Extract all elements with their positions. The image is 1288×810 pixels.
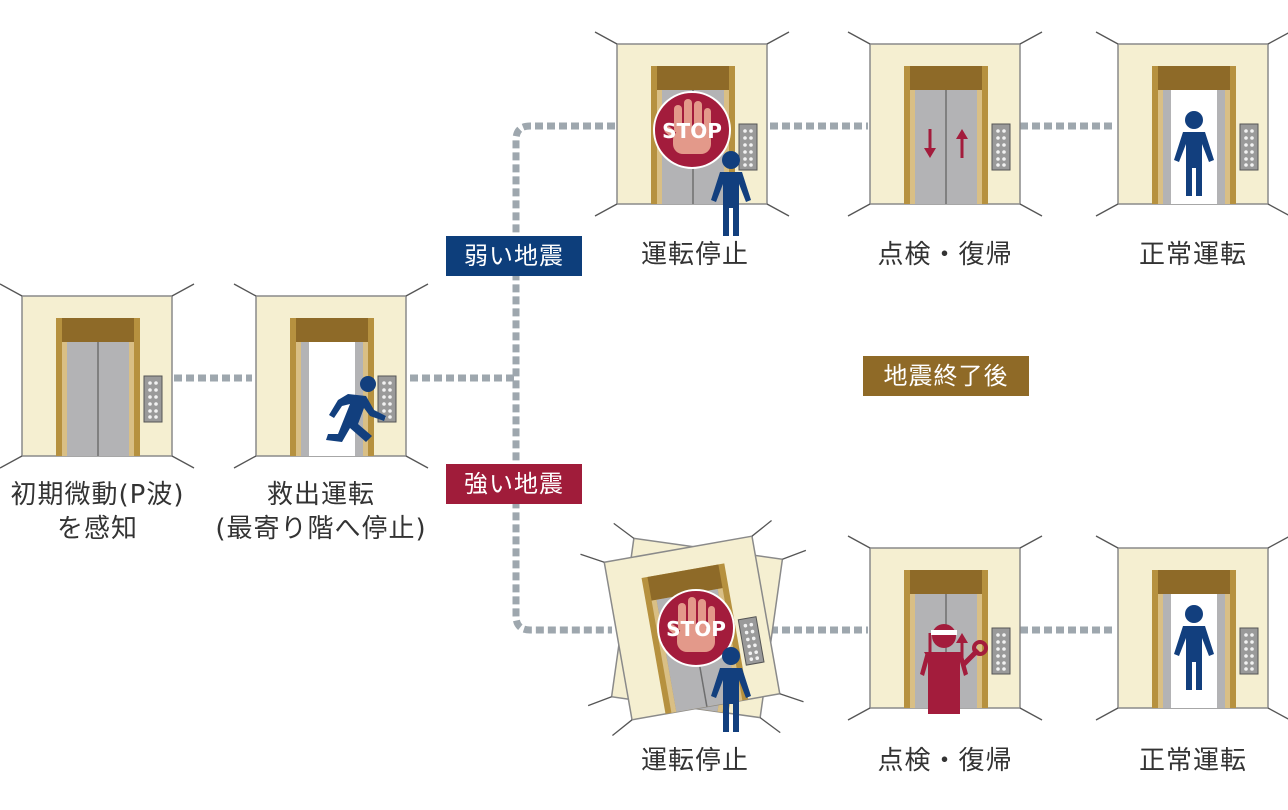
strong-earthquake-tag: 強い地震 [446,464,582,504]
weak-earthquake-tag: 弱い地震 [446,236,582,276]
step-rescue-line1: 救出運転 [266,480,375,510]
weak-stop-label: 運転停止 [640,240,749,270]
stop-sign-text: STOP [666,617,726,641]
elevator-weak-inspect [847,31,1043,217]
strong-normal-label: 正常運転 [1138,746,1247,776]
closed-doors [66,341,130,457]
running-person-icon [326,376,386,442]
strong-inspect-label: 点検・復帰 [877,746,1013,776]
after-earthquake-tag: 地震終了後 [863,356,1029,396]
step-rescue-label: 救出運転 (最寄り階へ停止) [196,478,446,546]
stop-hand-icon: STOP [653,91,731,169]
elevator-detect [0,283,195,469]
step-detect-line1: 初期微動(P波) [10,480,185,510]
elevator-units: STOP STOP [0,31,1288,737]
strong-stop-label: 運転停止 [640,746,749,776]
stop-sign-text: STOP [662,119,722,143]
stop-hand-icon: STOP [657,589,735,667]
step-detect-line2: を感知 [56,514,138,544]
closed-doors [914,89,978,205]
connector-branch-trunk [512,122,615,634]
weak-inspect-label: 点検・復帰 [877,240,1013,270]
flow-connectors [174,122,1115,634]
weak-normal-label: 正常運転 [1138,240,1247,270]
step-detect-label: 初期微動(P波) を感知 [0,478,195,546]
step-rescue-line2: (最寄り階へ停止) [215,514,427,544]
